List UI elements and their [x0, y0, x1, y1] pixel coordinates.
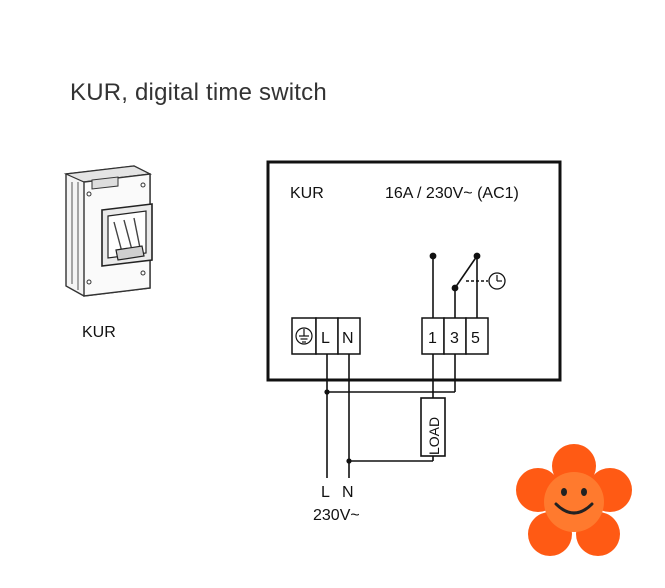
device-model-label: KUR	[290, 185, 324, 202]
external-wiring	[326, 354, 456, 478]
device-rating-label: 16A / 230V~ (AC1)	[385, 185, 519, 202]
terminal-5-label: 5	[471, 330, 480, 347]
time-switch-device-icon	[63, 165, 153, 297]
load-label: LOAD	[426, 417, 442, 455]
terminal-3-label: 3	[450, 330, 459, 347]
terminal-block-right: 1 3 5	[421, 317, 489, 355]
product-label: KUR	[82, 324, 116, 341]
smiling-flower-icon	[516, 444, 632, 556]
supply-voltage-label: 230V~	[313, 507, 360, 524]
relay-contact	[429, 252, 488, 318]
terminal-block-left: L N	[291, 317, 361, 355]
terminal-l-label: L	[321, 330, 330, 347]
terminal-n-label: N	[342, 330, 354, 347]
clock-icon	[488, 272, 506, 290]
page-title: KUR, digital time switch	[70, 79, 327, 106]
earth-ground-icon	[295, 327, 313, 345]
supply-l-label: L	[321, 484, 330, 501]
supply-n-label: N	[342, 484, 354, 501]
terminal-1-label: 1	[428, 330, 437, 347]
device-enclosure	[266, 160, 562, 382]
load-box: LOAD	[420, 397, 446, 457]
